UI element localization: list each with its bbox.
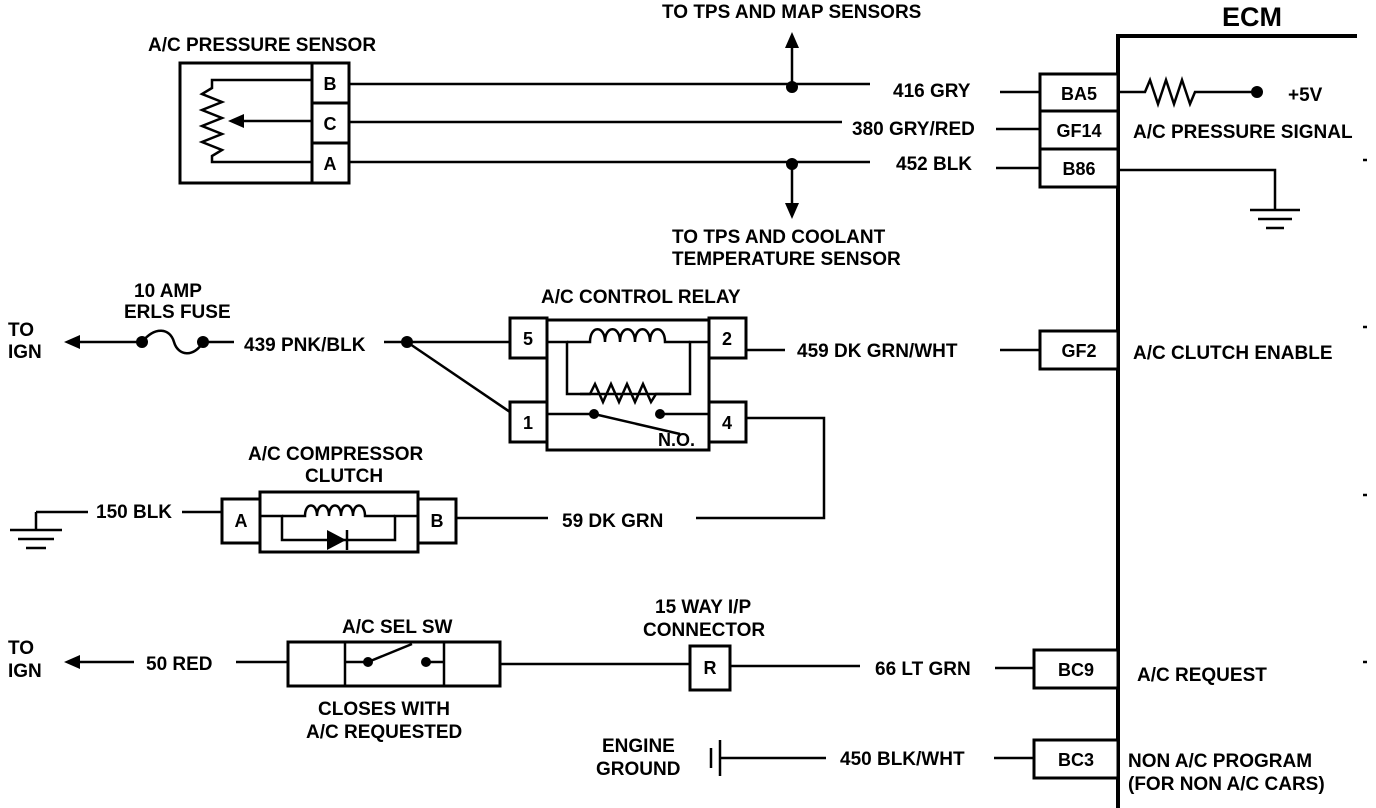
to-ign-label: TO bbox=[8, 320, 34, 341]
svg-text:BA5: BA5 bbox=[1061, 84, 1097, 104]
ecm-terminal-gf14: GF14 bbox=[1038, 109, 1120, 151]
resistor-icon bbox=[580, 380, 670, 406]
engine-ground: ENGINE GROUND 450 BLK/WHT bbox=[596, 736, 1034, 780]
clutch-coil-icon bbox=[282, 504, 395, 518]
normally-open-label: N.O. bbox=[658, 430, 695, 450]
ign-label: IGN bbox=[8, 342, 42, 363]
arrow-down-icon bbox=[785, 203, 799, 219]
wire-450-label: 450 BLK/WHT bbox=[840, 749, 965, 770]
switch-icon bbox=[367, 642, 413, 664]
junction-dot bbox=[1251, 86, 1263, 98]
sensor-pin-a: A bbox=[324, 154, 337, 174]
engine-ground-label-1: ENGINE bbox=[602, 736, 675, 757]
sensor-pin-b: B bbox=[324, 74, 337, 94]
ac-sel-switch: A/C SEL SW CLOSES WITH A/C REQUESTED bbox=[286, 617, 502, 743]
svg-text:GF14: GF14 bbox=[1056, 121, 1101, 141]
ecm-terminal-b86: B86 bbox=[1038, 147, 1120, 189]
wire-439-label: 439 PNK/BLK bbox=[244, 335, 366, 356]
fuse-icon bbox=[141, 329, 205, 355]
wire-416-label: 416 GRY bbox=[893, 81, 971, 102]
relay-pin-4: 4 bbox=[722, 413, 732, 433]
fuse-type-label: ERLS FUSE bbox=[124, 302, 231, 323]
non-ac-program-label: NON A/C PROGRAM bbox=[1128, 751, 1312, 772]
ecm-terminal-bc9: BC9 bbox=[1032, 648, 1120, 690]
svg-text:B86: B86 bbox=[1062, 159, 1095, 179]
wire-380-label: 380 GRY/RED bbox=[852, 119, 975, 140]
arrow-left-icon bbox=[64, 655, 80, 669]
wire-59 bbox=[696, 416, 826, 520]
splice-tps-map: TO TPS AND MAP SENSORS bbox=[662, 2, 921, 93]
svg-text:BC9: BC9 bbox=[1058, 660, 1094, 680]
relay-pin-1: 1 bbox=[523, 413, 533, 433]
ign-feed-top: TO IGN 10 AMP ERLS FUSE bbox=[8, 281, 234, 363]
wire-66-label: 66 LT GRN bbox=[875, 659, 971, 680]
compressor-pin-b: B bbox=[431, 511, 444, 531]
coil-icon bbox=[567, 328, 690, 344]
compressor-title: A/C COMPRESSOR bbox=[248, 444, 424, 465]
wire-452-label: 452 BLK bbox=[896, 154, 972, 175]
wire-59-label: 59 DK GRN bbox=[562, 511, 663, 532]
switch-note-2: A/C REQUESTED bbox=[306, 722, 462, 743]
ip-connector: 15 WAY I/P CONNECTOR R bbox=[643, 597, 765, 692]
compressor-ground: 150 BLK bbox=[10, 502, 222, 550]
arrow-up-icon bbox=[785, 32, 799, 48]
to-tps-coolant-label: TO TPS AND COOLANT bbox=[672, 227, 886, 248]
non-ac-cars-label: (FOR NON A/C CARS) bbox=[1128, 774, 1325, 795]
sensor-pin-c: C bbox=[324, 114, 337, 134]
ecm-5v-reference: +5V bbox=[1118, 76, 1323, 108]
to-ign-label-2: TO bbox=[8, 638, 34, 659]
ecm-terminal-ba5: BA5 bbox=[1038, 72, 1120, 113]
ac-pressure-sensor: A/C PRESSURE SENSOR B C A bbox=[148, 35, 376, 185]
splice-tps-coolant: TO TPS AND COOLANT TEMPERATURE SENSOR bbox=[672, 158, 901, 270]
clutch-enable-label: A/C CLUTCH ENABLE bbox=[1133, 343, 1333, 364]
ecm-ground-symbol bbox=[1118, 168, 1300, 230]
wire-50-label: 50 RED bbox=[146, 654, 213, 675]
switch-contact-icon bbox=[593, 412, 681, 436]
fuse-amp-label: 10 AMP bbox=[134, 281, 202, 302]
relay-pin-2: 2 bbox=[722, 329, 732, 349]
ecm-terminal-bc3: BC3 bbox=[1032, 738, 1120, 780]
relay-title: A/C CONTROL RELAY bbox=[541, 287, 741, 308]
to-tps-map-label: TO TPS AND MAP SENSORS bbox=[662, 2, 921, 23]
compressor-pin-a: A bbox=[235, 511, 248, 531]
arrow-left-icon bbox=[64, 335, 80, 349]
potentiometer-icon bbox=[198, 78, 312, 164]
ac-request-label: A/C REQUEST bbox=[1137, 665, 1267, 686]
temperature-sensor-label: TEMPERATURE SENSOR bbox=[672, 249, 901, 270]
connector-pin-r: R bbox=[704, 658, 717, 678]
ecm-outline bbox=[1116, 34, 1357, 808]
pressure-signal-label: A/C PRESSURE SIGNAL bbox=[1133, 122, 1353, 143]
ac-compressor-clutch: A/C COMPRESSOR CLUTCH A B bbox=[220, 444, 458, 554]
wire-439-to-relay-1 bbox=[406, 340, 511, 414]
wire-150-label: 150 BLK bbox=[96, 502, 172, 523]
diode-icon bbox=[327, 530, 346, 550]
connector-subtitle: CONNECTOR bbox=[643, 620, 765, 641]
ecm-module: ECM bbox=[1116, 2, 1367, 808]
plus-5v-label: +5V bbox=[1288, 85, 1323, 106]
pressure-sensor-title: A/C PRESSURE SENSOR bbox=[148, 35, 376, 56]
ac-control-relay: A/C CONTROL RELAY 5 2 1 4 N.O. bbox=[508, 287, 748, 452]
svg-text:BC3: BC3 bbox=[1058, 750, 1094, 770]
switch-note-1: CLOSES WITH bbox=[318, 699, 450, 720]
sel-switch-title: A/C SEL SW bbox=[342, 617, 453, 638]
relay-pin-5: 5 bbox=[523, 329, 533, 349]
wire-459-label: 459 DK GRN/WHT bbox=[797, 341, 958, 362]
ecm-terminal-gf2: GF2 bbox=[1038, 329, 1120, 371]
ign-feed-bottom: TO IGN 50 RED bbox=[8, 638, 288, 682]
ign-label-2: IGN bbox=[8, 661, 42, 682]
ecm-title: ECM bbox=[1222, 2, 1282, 32]
compressor-clutch-label: CLUTCH bbox=[305, 466, 383, 487]
svg-text:GF2: GF2 bbox=[1061, 341, 1096, 361]
engine-ground-label-2: GROUND bbox=[596, 759, 680, 780]
connector-title: 15 WAY I/P bbox=[655, 597, 751, 618]
